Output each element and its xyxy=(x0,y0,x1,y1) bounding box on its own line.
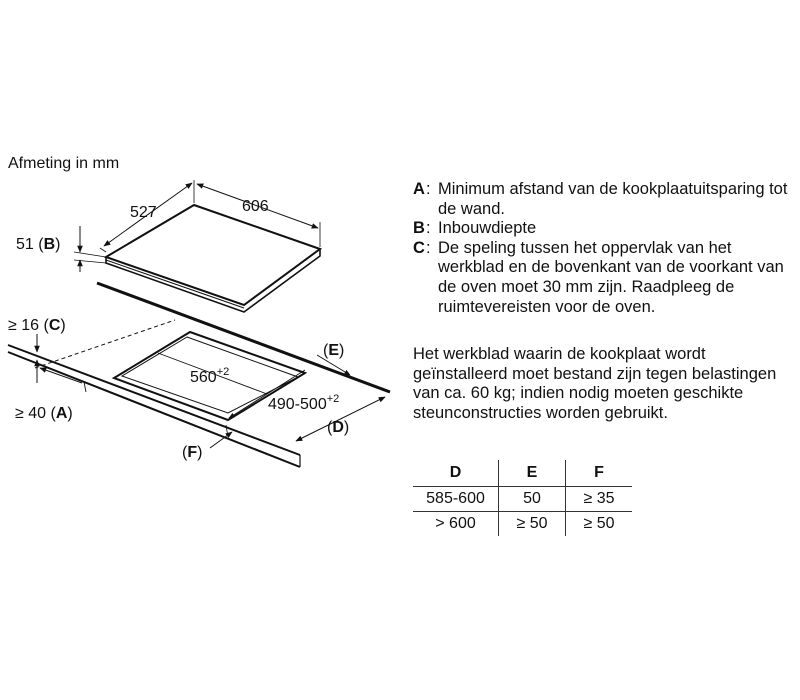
dim-cutout-width-value: 560 xyxy=(190,369,217,386)
legend-item-a: A : Minimum afstand van de kookplaatuits… xyxy=(413,180,793,219)
legend-key: B xyxy=(413,219,425,238)
dim-cutout-depth-value: 490-500 xyxy=(268,396,327,413)
table-cell: ≥ 50 xyxy=(565,511,632,536)
cutout-opening xyxy=(111,330,308,422)
wall-line xyxy=(96,281,391,394)
table-header-row: D E F xyxy=(413,460,632,487)
dimensions-table: D E F 585-600 50 ≥ 35 > 600 ≥ 50 ≥ 50 xyxy=(413,460,632,536)
dim-width: 606 xyxy=(242,198,269,215)
dim-front-gap: ≥ 40 (A) xyxy=(15,405,73,422)
table-cell: 585-600 xyxy=(413,486,499,512)
hob-front-edge xyxy=(105,249,321,313)
legend: A : Minimum afstand van de kookplaatuits… xyxy=(413,180,793,317)
dim-height: 51 (B) xyxy=(16,236,60,253)
dim-front-gap-key: A xyxy=(56,405,68,422)
dim-d-key: D xyxy=(332,419,344,436)
dim-cutout-width-tol: +2 xyxy=(217,366,230,378)
legend-key: C xyxy=(413,238,425,257)
dim-height-value: 51 xyxy=(16,236,34,253)
legend-text: Inbouwdiepte xyxy=(438,219,537,238)
legend-key: A xyxy=(413,180,425,198)
dim-f-key: F xyxy=(187,444,197,461)
hob-drawing xyxy=(73,180,323,313)
table-cell: 50 xyxy=(498,486,566,512)
dim-d-label: (D) xyxy=(327,419,349,436)
legend-item-c: C : De speling tussen het oppervlak van … xyxy=(413,239,793,317)
worktop-front-edge xyxy=(7,344,301,456)
worktop-drawing xyxy=(7,281,391,468)
legend-text: De speling tussen het oppervlak van het … xyxy=(438,238,784,316)
dim-e-label: (E) xyxy=(323,342,344,359)
dim-e-key: E xyxy=(328,342,339,359)
table-header-d: D xyxy=(449,464,462,481)
load-note: Het werkblad waarin de kookplaat wordt g… xyxy=(413,345,777,422)
dim-wall-gap-key: C xyxy=(49,317,61,334)
dim-wall-gap-prefix: ≥ 16 xyxy=(8,317,39,334)
table-cell: ≥ 35 xyxy=(565,486,632,512)
dim-cutout-width: 560+2 xyxy=(190,366,229,386)
table-cell: > 600 xyxy=(413,511,499,536)
dim-wall-gap: ≥ 16 (C) xyxy=(8,317,66,334)
table-row: 585-600 50 ≥ 35 xyxy=(413,486,632,512)
legend-text: Minimum afstand van de kookplaatuitspari… xyxy=(438,180,788,218)
dim-cutout-depth-tol: +2 xyxy=(327,393,340,405)
legend-item-b: B : Inbouwdiepte xyxy=(413,219,793,239)
table-row: > 600 ≥ 50 ≥ 50 xyxy=(413,511,632,536)
table-header-f: F xyxy=(565,460,632,487)
dim-cutout-depth: 490-500+2 xyxy=(268,393,339,413)
dim-f-label: (F) xyxy=(182,444,202,461)
unit-label: Afmeting in mm xyxy=(8,155,119,172)
table-header-e: E xyxy=(498,460,566,487)
dim-height-key: B xyxy=(44,236,56,253)
dim-front-gap-prefix: ≥ 40 xyxy=(15,405,46,422)
table-cell: ≥ 50 xyxy=(498,511,566,536)
dim-depth: 527 xyxy=(130,204,157,221)
